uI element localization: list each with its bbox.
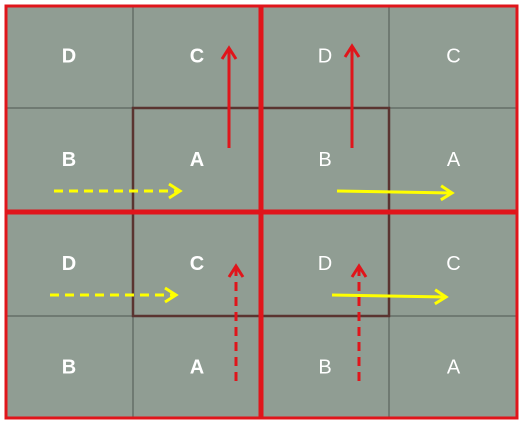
- grid-cell: [133, 108, 261, 212]
- yellow-dashed-arrow-bottom-head: [164, 286, 179, 304]
- frames-layer: [4, 4, 519, 420]
- quadrant-frame: [4, 211, 262, 420]
- yellow-solid-arrow-bottom-head: [434, 288, 449, 306]
- grid-cell: [261, 212, 389, 316]
- cell-label: B: [318, 149, 331, 171]
- grid-cell: [261, 108, 389, 212]
- cell-label: B: [318, 357, 331, 379]
- quadrant-frame: [260, 4, 519, 213]
- red-solid-arrow-up-left: [220, 45, 238, 148]
- red-solid-arrow-up-left-head: [220, 45, 238, 60]
- cell-label: C: [190, 253, 204, 275]
- cell-label: C: [446, 253, 460, 275]
- grid-cell: [5, 108, 133, 212]
- cells-layer: [5, 5, 518, 419]
- grid-cell: [389, 108, 518, 212]
- red-dashed-arrow-up-left-head: [227, 263, 245, 278]
- cell-label: B: [62, 357, 76, 379]
- cell-label: A: [447, 357, 461, 379]
- cell-label: D: [62, 253, 76, 275]
- grid-cell: [133, 5, 261, 108]
- labels-layer: D C D C B A B A D C D C B A B A: [62, 46, 461, 379]
- grid-cell: [261, 316, 389, 419]
- yellow-dashed-arrow-bottom: [50, 286, 179, 304]
- arrows-layer: [50, 43, 455, 381]
- cell-label: A: [447, 149, 461, 171]
- grid-cell: [261, 5, 389, 108]
- cell-label: C: [446, 46, 460, 68]
- grid-cell: [389, 212, 518, 316]
- red-solid-arrow-up-right: [343, 43, 361, 148]
- cell-label: D: [62, 46, 76, 68]
- cell-label: B: [62, 149, 76, 171]
- grid-cell: [5, 5, 133, 108]
- quadrant-frame: [4, 4, 262, 213]
- red-dashed-arrow-up-right: [350, 263, 368, 381]
- cell-label: C: [190, 46, 204, 68]
- yellow-dashed-arrow-top: [54, 182, 183, 200]
- quadrant-frame: [260, 211, 519, 420]
- red-dashed-arrow-up-right-head: [350, 263, 368, 278]
- yellow-solid-arrow-top: [336, 184, 455, 202]
- cell-label: A: [190, 357, 204, 379]
- yellow-solid-arrow-top-head: [440, 184, 455, 202]
- cell-label: D: [318, 253, 332, 275]
- yellow-solid-arrow-bottom: [331, 288, 449, 306]
- grid-cell: [5, 212, 133, 316]
- grid-cell: [389, 316, 518, 419]
- red-solid-arrow-up-right-head: [343, 43, 361, 58]
- grid-cell: [133, 316, 261, 419]
- yellow-dashed-arrow-top-head: [168, 182, 183, 200]
- cell-label: D: [318, 46, 332, 68]
- grid-cell: [5, 316, 133, 419]
- cell-label: A: [190, 149, 204, 171]
- red-dashed-arrow-up-left: [227, 263, 245, 381]
- grid-cell: [133, 212, 261, 316]
- grid-cell: [389, 5, 518, 108]
